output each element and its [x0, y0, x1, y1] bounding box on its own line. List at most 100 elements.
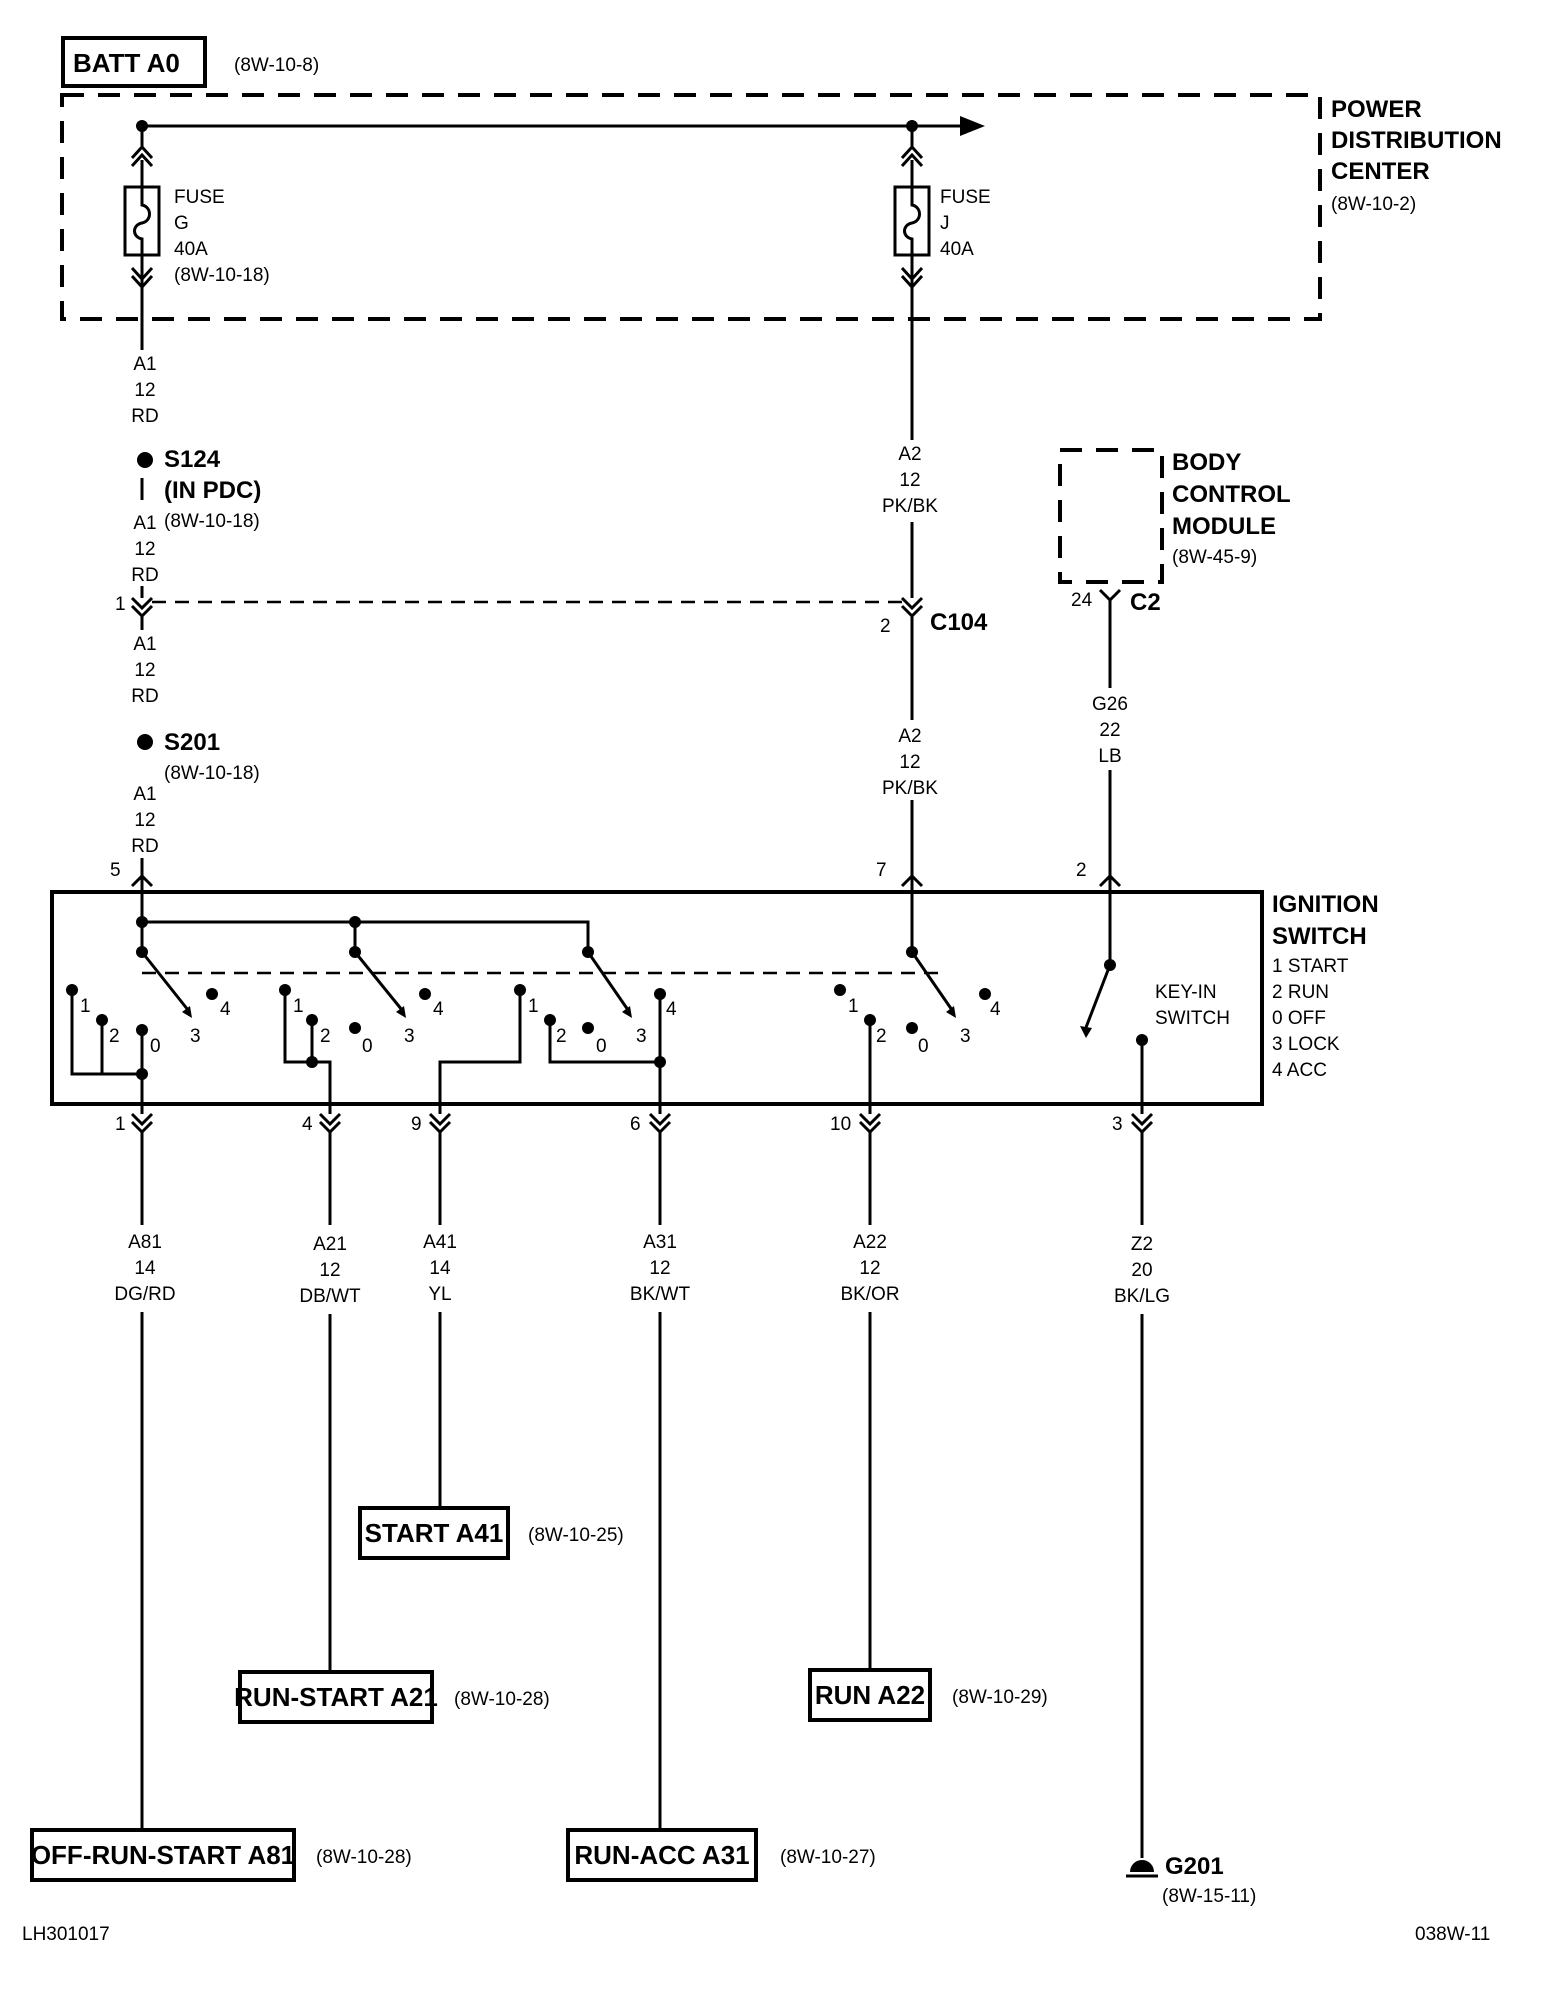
c104-name: C104 — [930, 609, 988, 636]
c104-pin1: 1 — [115, 594, 126, 615]
splice-s124-ref: (8W-10-18) — [164, 511, 260, 532]
pos-1-a: 1 — [80, 996, 91, 1017]
wire-a1-color-2: RD — [131, 565, 158, 586]
run-start-a21-ref: (8W-10-28) — [454, 1689, 550, 1710]
wire-a1-color-3: RD — [131, 686, 158, 707]
fuse-g-label2: G — [174, 213, 189, 234]
fuse-g-label3: 40A — [174, 239, 208, 260]
ground-ref: (8W-15-11) — [1162, 1886, 1256, 1907]
splice-s201-dot — [137, 734, 153, 750]
off-run-start-a81-box — [30, 1828, 296, 1882]
wire-a21-color: DB/WT — [299, 1286, 361, 1307]
wire-g26-color: LB — [1098, 746, 1121, 767]
ignition-title-line1: IGNITION — [1272, 891, 1379, 918]
top-pin-2-symbol — [1098, 873, 1122, 888]
pdc-dashed-boundary — [60, 93, 1322, 321]
run-acc-a31-ref: (8W-10-27) — [780, 1847, 876, 1868]
ignition-legend-2: 0 OFF — [1272, 1008, 1326, 1029]
fuse-j-label2: J — [940, 213, 950, 234]
wire-a2-gauge-1: 12 — [899, 470, 920, 491]
pos-4-a: 4 — [220, 999, 231, 1020]
pos-3-d: 3 — [960, 1026, 971, 1047]
fuse-j — [893, 126, 931, 440]
pos-2-c: 2 — [556, 1026, 567, 1047]
wire-a2-color-2: PK/BK — [882, 778, 938, 799]
bcm-pin: 24 — [1071, 590, 1093, 611]
switch-contacts — [66, 984, 991, 1036]
wire-a81-gauge: 14 — [134, 1258, 156, 1279]
run-a22-label: RUN A22 — [815, 1680, 925, 1710]
run-acc-a31-box — [566, 1828, 758, 1882]
top-pin-2: 2 — [1076, 860, 1087, 881]
wire-a2-color-1: PK/BK — [882, 496, 938, 517]
bottom-pin-9: 9 — [411, 1114, 422, 1135]
c104-pin1-symbol — [130, 596, 154, 619]
wire-a1-color-1: RD — [131, 406, 158, 427]
pdc-ref: (8W-10-2) — [1331, 194, 1416, 215]
ignition-legend-4: 4 ACC — [1272, 1060, 1327, 1081]
off-run-start-a81-ref: (8W-10-28) — [316, 1847, 412, 1868]
wire-a31-circuit: A31 — [643, 1232, 677, 1253]
fuse-j-label1: FUSE — [940, 187, 991, 208]
c104-pin2-symbol — [900, 596, 924, 619]
bcm-dashed-box — [1058, 448, 1164, 584]
wire-a41-gauge: 14 — [429, 1258, 451, 1279]
wire-a2-gauge-2: 12 — [899, 752, 920, 773]
top-pin-7: 7 — [876, 860, 887, 881]
pos-3-a: 3 — [190, 1026, 201, 1047]
wire-a2-circuit-1: A2 — [898, 444, 921, 465]
switch-internal-right — [906, 878, 1148, 1114]
pos-0-d: 0 — [918, 1036, 929, 1057]
wire-a2-circuit-2: A2 — [898, 726, 921, 747]
bcm-ref: (8W-45-9) — [1172, 547, 1257, 568]
wire-a21-gauge: 12 — [319, 1260, 340, 1281]
splice-s201-name: S201 — [164, 729, 220, 756]
pos-3-c: 3 — [636, 1026, 647, 1047]
wire-z2-gauge: 20 — [1131, 1260, 1152, 1281]
wire-g26-gauge: 22 — [1099, 720, 1120, 741]
splice-s201-ref: (8W-10-18) — [164, 763, 260, 784]
bottom-pin-1: 1 — [115, 1114, 126, 1135]
pos-2-b: 2 — [320, 1026, 331, 1047]
wire-a1-gauge-4: 12 — [134, 810, 155, 831]
pos-1-d: 1 — [848, 996, 859, 1017]
pos-1-c: 1 — [528, 996, 539, 1017]
wire-a22-circuit: A22 — [853, 1232, 887, 1253]
ignition-legend-3: 3 LOCK — [1272, 1034, 1340, 1055]
splice-s124-sub: (IN PDC) — [164, 477, 261, 504]
start-a41-box — [358, 1506, 510, 1560]
wire-a1-circuit-2: A1 — [133, 513, 156, 534]
pos-0-c: 0 — [596, 1036, 607, 1057]
wire-z2-circuit: Z2 — [1131, 1234, 1153, 1255]
pos-2-d: 2 — [876, 1026, 887, 1047]
ignition-switch-box — [50, 890, 1264, 1106]
pdc-title-line1: POWER — [1331, 96, 1422, 123]
wire-a31-color: BK/WT — [630, 1284, 691, 1305]
batt-a0-ref: (8W-10-8) — [234, 55, 319, 76]
pos-0-a: 0 — [150, 1036, 161, 1057]
switch-output-wiring — [70, 990, 872, 1114]
run-start-a21-label: RUN-START A21 — [234, 1682, 438, 1712]
ignition-legend-0: 1 START — [1272, 956, 1349, 977]
pos-0-b: 0 — [362, 1036, 373, 1057]
batt-a0-box — [61, 36, 207, 88]
run-acc-a31-label: RUN-ACC A31 — [574, 1840, 749, 1870]
bcm-title-line2: CONTROL — [1172, 481, 1291, 508]
keyin-label-1: KEY-IN — [1155, 982, 1217, 1003]
keyin-label-2: SWITCH — [1155, 1008, 1230, 1029]
top-pin-5-symbol — [130, 873, 154, 888]
fuse-j-label3: 40A — [940, 239, 974, 260]
pos-4-b: 4 — [433, 999, 444, 1020]
pos-4-d: 4 — [990, 999, 1001, 1020]
wire-a1-circuit-4: A1 — [133, 784, 156, 805]
start-a41-ref: (8W-10-25) — [528, 1525, 624, 1546]
wire-a41-color: YL — [428, 1284, 451, 1305]
bottom-pin-symbols — [130, 1112, 1154, 1135]
pos-2-a: 2 — [109, 1026, 120, 1047]
ground-symbol — [1126, 1860, 1158, 1878]
wire-z2-color: BK/LG — [1114, 1286, 1170, 1307]
bottom-pin-3: 3 — [1112, 1114, 1123, 1135]
splice-s124-dot — [137, 452, 153, 468]
wire-a1-circuit-3: A1 — [133, 634, 156, 655]
